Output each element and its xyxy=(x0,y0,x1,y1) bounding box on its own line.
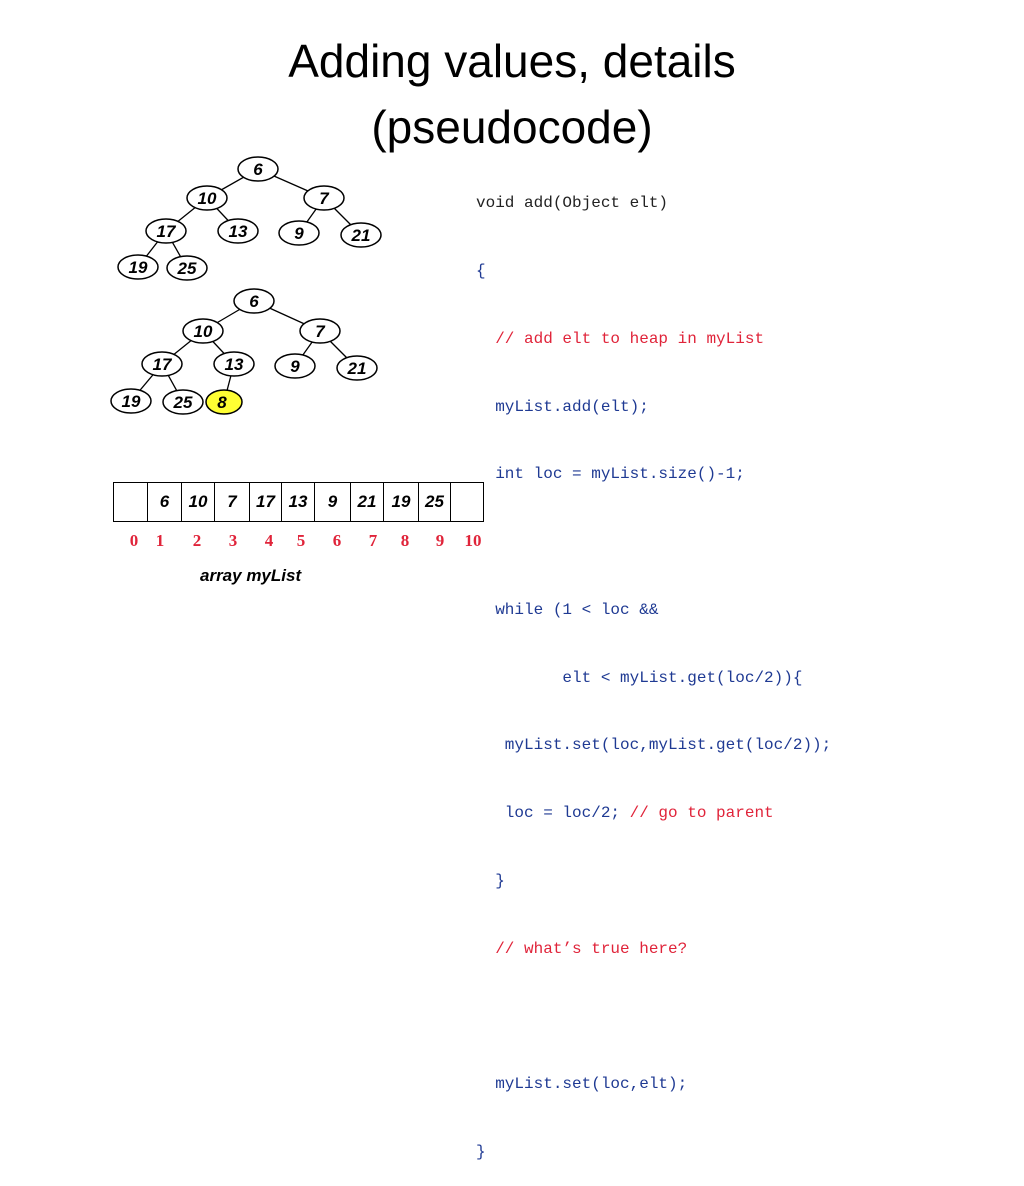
array-caption: array myList xyxy=(200,566,302,585)
svg-text:19: 19 xyxy=(129,258,148,277)
tree2-node-3: 17 xyxy=(141,351,183,377)
svg-text:19: 19 xyxy=(122,392,141,411)
code-line-close-while: } xyxy=(476,872,505,890)
code-line-open-brace: { xyxy=(476,261,486,280)
array-cell: 25 xyxy=(418,482,451,522)
svg-text:7: 7 xyxy=(315,322,326,341)
svg-text:9: 9 xyxy=(294,224,304,243)
array-index: 1 xyxy=(155,531,165,550)
tree2-node-8: 25 xyxy=(162,389,204,415)
code-line-while: while (1 < loc && xyxy=(476,600,659,619)
array-cell xyxy=(113,482,148,522)
tree1-node-1: 10 xyxy=(186,185,228,211)
code-line-set-parent: myList.set(loc,myList.get(loc/2)); xyxy=(476,736,832,755)
svg-text:10: 10 xyxy=(198,189,217,208)
tree2-node-6: 21 xyxy=(336,355,378,381)
array-index: 2 xyxy=(192,531,202,550)
array-cell: 17 xyxy=(249,482,282,522)
svg-text:7: 7 xyxy=(319,189,330,208)
svg-text:17: 17 xyxy=(153,355,173,374)
code-line-comment-question: // what’s true here? xyxy=(476,939,688,958)
svg-text:25: 25 xyxy=(173,393,193,412)
array-index: 10 xyxy=(464,531,482,550)
tree2-node-0: 6 xyxy=(233,288,275,314)
array-index: 3 xyxy=(228,531,238,550)
array-index: 4 xyxy=(264,531,274,550)
tree1-node-7: 19 xyxy=(117,254,159,280)
svg-text:13: 13 xyxy=(225,355,244,374)
array-index: 7 xyxy=(368,531,378,550)
svg-text:21: 21 xyxy=(347,359,367,378)
svg-text:10: 10 xyxy=(194,322,213,341)
svg-text:21: 21 xyxy=(351,226,371,245)
svg-text:8: 8 xyxy=(217,393,227,412)
code-line-while-cond: elt < myList.get(loc/2)){ xyxy=(476,668,803,687)
code-line-close-brace: } xyxy=(476,1143,486,1162)
code-loc-update-comment: // go to parent xyxy=(629,804,774,823)
code-line-loc-update: loc = loc/2; // go to parent xyxy=(476,802,831,825)
array-cell: 7 xyxy=(214,482,250,522)
heap-tree-after: 6 10 7 17 13 9 21 19 25 8 xyxy=(110,288,378,415)
array-cell: 9 xyxy=(314,482,351,522)
svg-text:17: 17 xyxy=(157,222,177,241)
slide-title-line-2: (pseudocode) xyxy=(371,101,653,153)
array-cell: 6 xyxy=(147,482,182,522)
tree1-node-4: 13 xyxy=(217,218,259,244)
array-index: 5 xyxy=(296,531,306,550)
tree1-node-6: 21 xyxy=(340,222,382,248)
tree2-node-2: 7 xyxy=(299,318,341,344)
tree1-node-5: 9 xyxy=(278,220,320,246)
code-line-final-set: myList.set(loc,elt); xyxy=(476,1075,688,1094)
array-mylist-table: 6 10 7 17 13 9 21 19 25 xyxy=(113,482,484,522)
svg-text:13: 13 xyxy=(229,222,248,241)
tree1-node-3: 17 xyxy=(145,218,187,244)
array-cell: 21 xyxy=(350,482,384,522)
svg-text:6: 6 xyxy=(253,160,263,179)
code-line-add: myList.add(elt); xyxy=(476,397,649,416)
code-line-signature: void add(Object elt) xyxy=(476,194,669,213)
array-index: 8 xyxy=(400,531,410,550)
tree1-node-8: 25 xyxy=(166,255,208,281)
array-cell: 10 xyxy=(181,482,215,522)
svg-text:6: 6 xyxy=(249,292,259,311)
tree1-node-0: 6 xyxy=(237,156,279,182)
code-loc-update-code: loc = loc/2; xyxy=(476,804,630,823)
svg-text:25: 25 xyxy=(177,259,197,278)
tree2-node-new-highlighted: 8 xyxy=(205,389,243,415)
tree2-node-7: 19 xyxy=(110,388,152,414)
array-cell: 19 xyxy=(383,482,419,522)
tree1-node-2: 7 xyxy=(303,185,345,211)
array-index: 6 xyxy=(332,531,342,550)
array-cell xyxy=(450,482,484,522)
tree2-node-5: 9 xyxy=(274,353,316,379)
slide-title-line-1: Adding values, details xyxy=(288,35,736,87)
svg-text:9: 9 xyxy=(290,357,300,376)
tree2-node-4: 13 xyxy=(213,351,255,377)
array-cell: 13 xyxy=(281,482,315,522)
code-line-blank-2 xyxy=(476,1006,831,1029)
heap-tree-before: 6 10 7 17 13 9 21 19 25 xyxy=(117,156,382,281)
tree2-node-1: 10 xyxy=(182,318,224,344)
array-index: 0 xyxy=(129,531,139,550)
code-line-loc-init: int loc = myList.size()-1; xyxy=(476,465,745,484)
code-line-comment-add: // add elt to heap in myList xyxy=(476,329,765,348)
array-index: 9 xyxy=(435,531,445,550)
